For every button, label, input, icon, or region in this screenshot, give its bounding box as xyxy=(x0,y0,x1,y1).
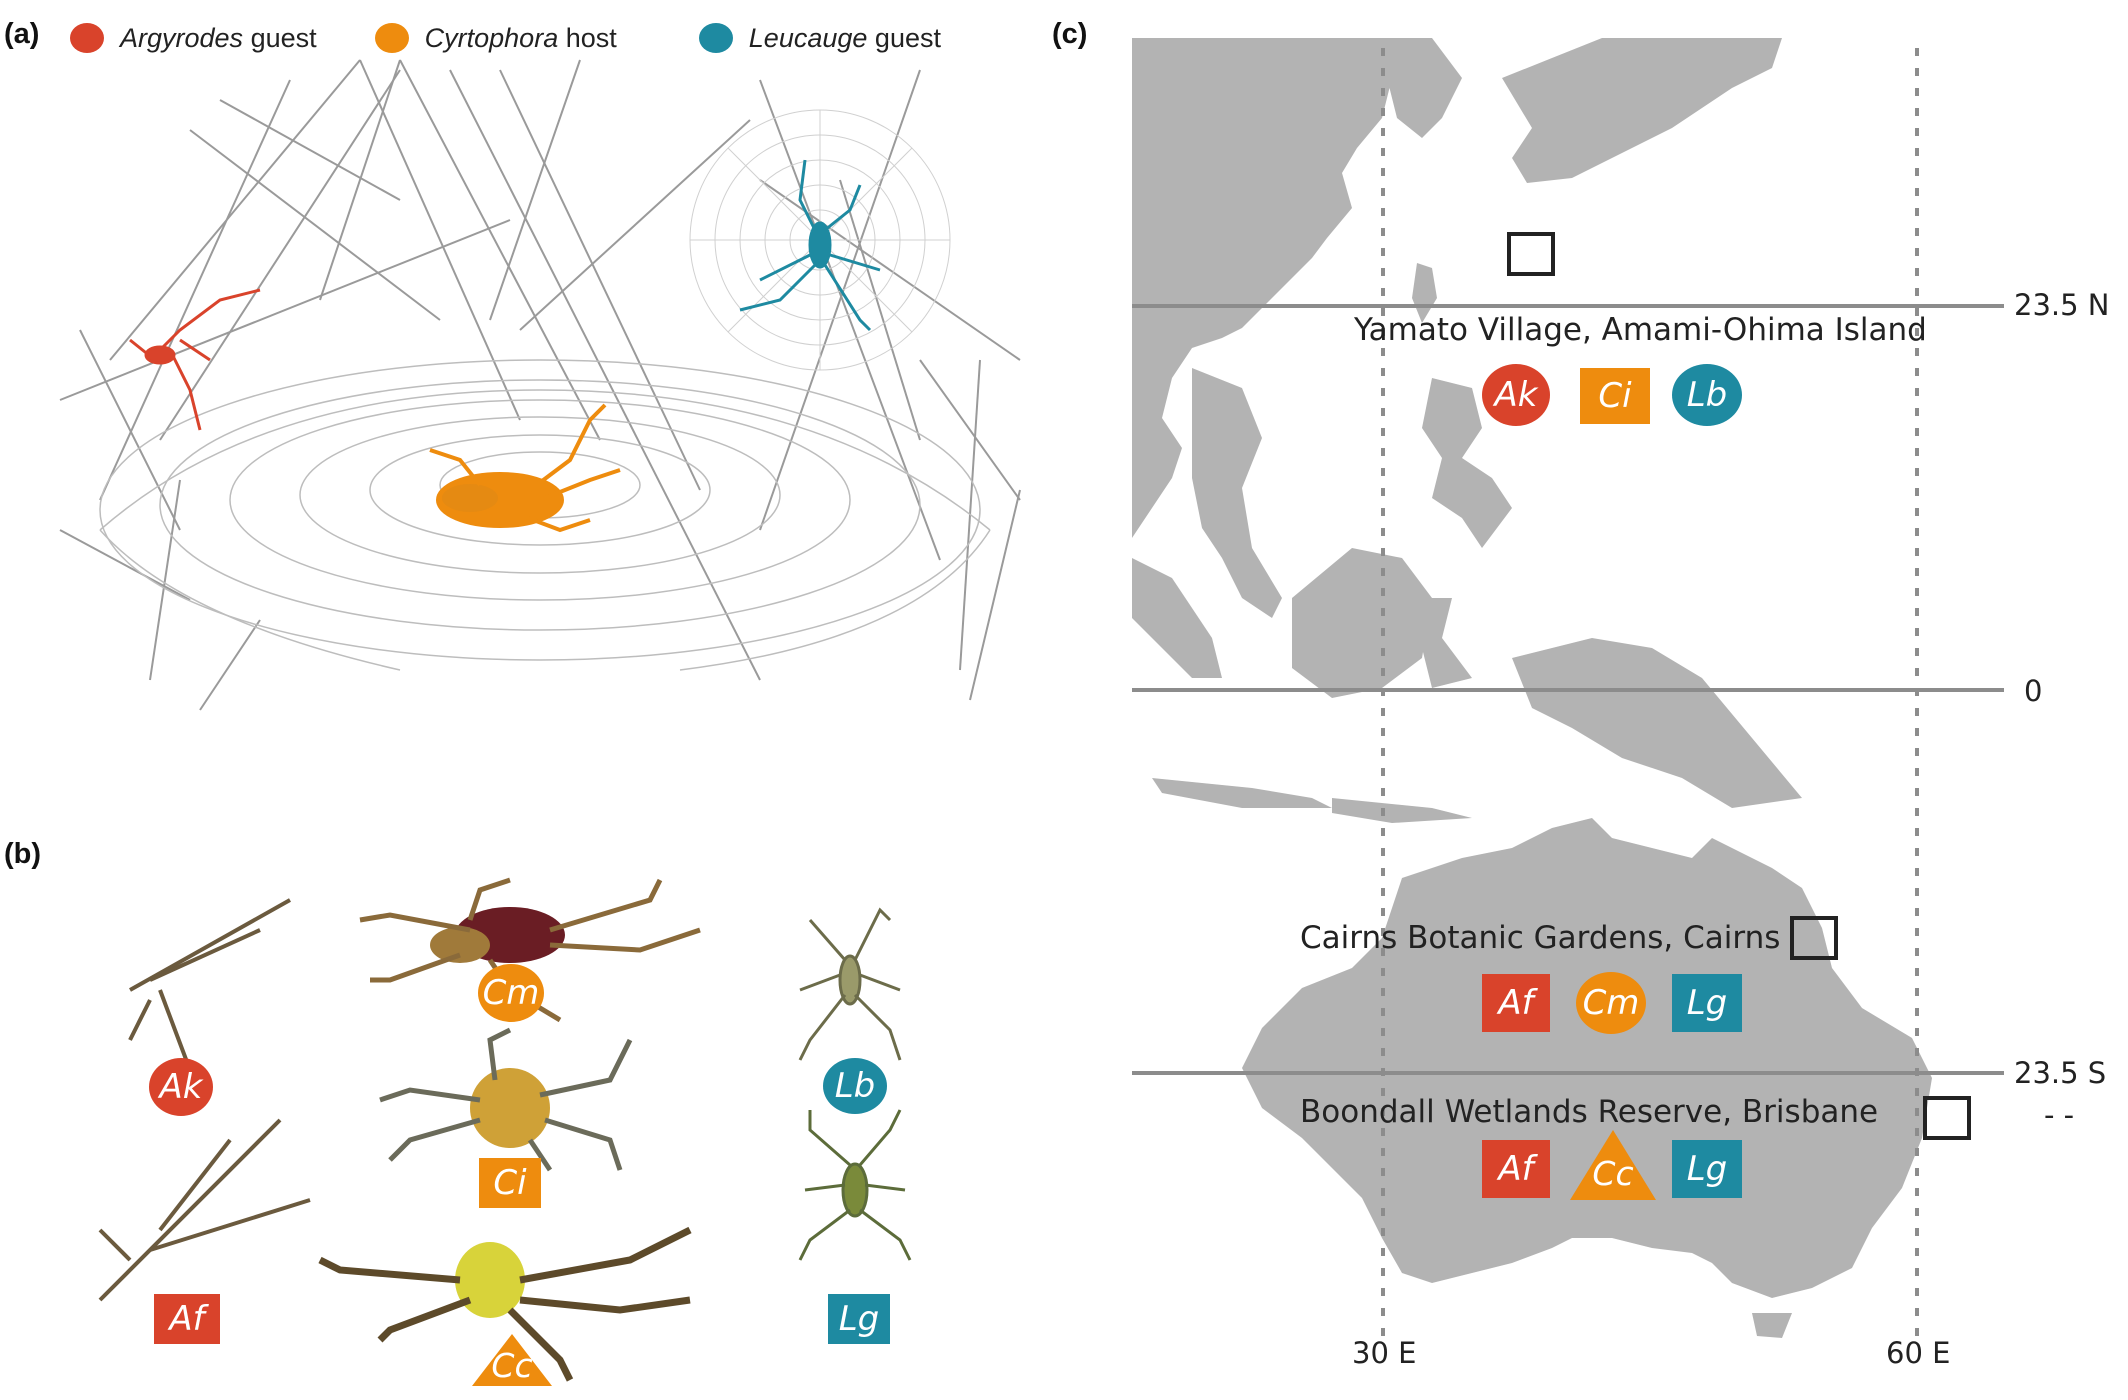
spider-photo-ci xyxy=(379,1027,633,1172)
cyrtophora-dot-icon xyxy=(374,23,409,53)
stray-marks: - - xyxy=(2044,1098,2075,1132)
site-name-cairns: Cairns Botanic Gardens, Cairns xyxy=(1300,920,1781,956)
triangle-icon xyxy=(1570,1130,1656,1200)
map xyxy=(1132,38,2004,1338)
site-boxes xyxy=(1507,232,1971,1140)
site-box-amami xyxy=(1507,232,1555,276)
sheet-web xyxy=(99,359,991,671)
site-cairns-badge-lg: Lg xyxy=(1672,974,1742,1032)
spider-photos xyxy=(98,877,912,1382)
lon-label-30e: 30 E xyxy=(1352,1336,1417,1370)
triangle-icon xyxy=(472,1334,552,1386)
longitude-lines xyxy=(1381,48,1919,1338)
leucauge-spider xyxy=(739,159,881,332)
legend: Argyrodes guest Cyrtophora host Leucauge… xyxy=(70,18,999,58)
web-illustration xyxy=(59,59,1021,711)
site-box-brisbane xyxy=(1923,1096,1971,1140)
species-badge-cm: Cm xyxy=(478,964,544,1022)
scaffold-threads xyxy=(59,59,1021,711)
panel-label-a: (a) xyxy=(4,18,40,50)
site-amami-badge-lb: Lb xyxy=(1672,364,1742,426)
legend-item-argyrodes: Argyrodes guest xyxy=(70,23,317,54)
argyrodes-spider xyxy=(129,288,261,431)
spider-photo-cc xyxy=(318,1226,692,1382)
site-brisbane-badge-lg: Lg xyxy=(1672,1140,1742,1198)
lat-label-23s: 23.5 S xyxy=(2014,1056,2107,1090)
site-brisbane-badge-cc: Cc xyxy=(1570,1130,1656,1200)
spider-photo-ak xyxy=(128,898,291,1071)
species-badge-cc: Cc xyxy=(472,1334,552,1386)
site-box-cairns xyxy=(1790,916,1838,960)
legend-role: guest xyxy=(250,22,317,53)
species-badge-lb: Lb xyxy=(823,1058,887,1114)
species-badge-cc-text: Cc xyxy=(491,1346,533,1385)
legend-role: host xyxy=(565,22,617,53)
spider-photo-lb xyxy=(798,907,902,1061)
site-brisbane-badge-af: Af xyxy=(1482,1140,1550,1198)
lat-label-0: 0 xyxy=(2024,674,2043,708)
leucauge-dot-icon xyxy=(698,23,733,53)
land-masses xyxy=(1132,38,1932,1338)
spider-photo-af xyxy=(98,1118,311,1302)
argyrodes-dot-icon xyxy=(70,23,104,53)
legend-genus: Cyrtophora xyxy=(424,22,559,53)
cyrtophora-spider xyxy=(429,403,621,533)
spider-photo-cm xyxy=(359,877,701,1023)
site-name-brisbane: Boondall Wetlands Reserve, Brisbane xyxy=(1300,1094,1879,1130)
latitude-lines xyxy=(1132,304,2004,1075)
legend-item-leucauge: Leucauge guest xyxy=(698,22,941,54)
legend-role: guest xyxy=(874,22,941,53)
site-amami-badge-ci: Ci xyxy=(1580,368,1650,424)
lat-label-23n: 23.5 N xyxy=(2014,288,2110,322)
legend-item-cyrtophora: Cyrtophora host xyxy=(374,22,617,54)
site-amami-badge-ak: Ak xyxy=(1482,364,1550,426)
legend-genus: Leucauge xyxy=(748,22,868,53)
legend-genus: Argyrodes xyxy=(120,22,244,53)
species-badge-lg: Lg xyxy=(828,1294,890,1344)
panel-label-b: (b) xyxy=(4,838,42,870)
site-brisbane-badge-cc-text: Cc xyxy=(1592,1154,1634,1193)
species-badge-ci: Ci xyxy=(479,1158,541,1208)
site-cairns-badge-af: Af xyxy=(1482,974,1550,1032)
site-cairns-badge-cm: Cm xyxy=(1576,972,1646,1034)
lon-label-60e: 60 E xyxy=(1886,1336,1951,1370)
spider-photo-lg xyxy=(798,1109,912,1261)
species-badge-ak: Ak xyxy=(149,1058,213,1116)
site-name-amami: Yamato Village, Amami-Ohima Island xyxy=(1354,312,1927,348)
species-badge-af: Af xyxy=(154,1294,220,1344)
panel-label-c: (c) xyxy=(1052,18,1088,50)
